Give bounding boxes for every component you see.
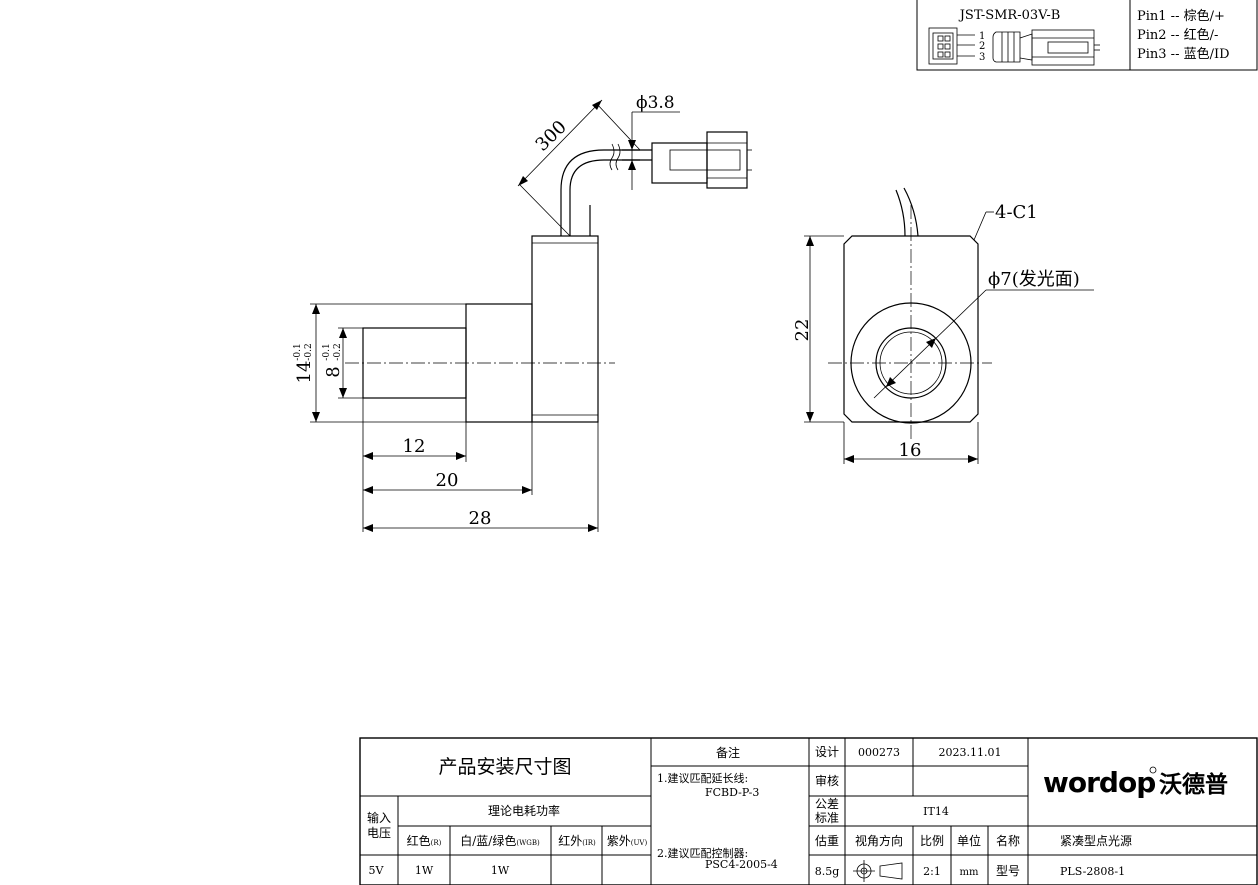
lamp-body (531, 235, 599, 423)
outer-ring (850, 302, 972, 424)
dim-height-22: 22 (792, 319, 813, 342)
cable-connector (651, 131, 752, 189)
pin3-desc: Pin3 -- 蓝色/ID (1137, 46, 1230, 62)
dim-cable-length: 300 (532, 117, 571, 156)
front-view: ϕ7(发光面) 4-C1 22 16 (792, 187, 1094, 464)
dim-emit-face: ϕ7(发光面) (988, 269, 1080, 290)
remarks-label: 备注 (716, 745, 740, 760)
pin-number-2: 2 (979, 41, 985, 52)
svg-text:红色(R): 红色(R) (407, 833, 442, 848)
dim-length-12: 12 (403, 436, 426, 457)
tolerance-label-2: 标准 (815, 811, 839, 825)
drawing-title: 产品安装尺寸图 (438, 756, 571, 778)
dim-diameter-14-tol-lower: -0.2 (304, 343, 314, 360)
model-value: PLS-2808-1 (1060, 865, 1125, 878)
weight-value: 8.5g (815, 865, 840, 878)
dim-diameter-8: 8 (323, 366, 344, 377)
connector-side-icon (992, 29, 1100, 66)
design-label: 设计 (815, 745, 839, 759)
input-voltage-label-2: 电压 (367, 826, 391, 840)
side-view: 300 ϕ3.8 14 -0.1 -0.2 8 -0.1 -0.2 12 (293, 93, 752, 532)
dim-chamfer: 4-C1 (995, 202, 1038, 223)
front-body (843, 235, 979, 423)
scale-label: 比例 (920, 834, 944, 848)
dim-length-20: 20 (436, 470, 459, 491)
tolerance-value: IT14 (923, 805, 949, 818)
col-ir: 红外 (558, 833, 582, 848)
scale-value: 2:1 (923, 865, 941, 878)
col-red-sub: (R) (431, 839, 442, 847)
tolerance-label-1: 公差 (815, 797, 839, 811)
cable (569, 159, 640, 236)
power-white-value: 1W (491, 864, 510, 877)
power-label: 理论电耗功率 (488, 803, 560, 818)
note2-value: PSC4-2005-4 (705, 858, 778, 871)
connector-model: JST-SMR-03V-B (958, 8, 1061, 23)
dim-cable-diameter: ϕ3.8 (636, 93, 675, 113)
svg-text:紫外(UV): 紫外(UV) (607, 834, 648, 848)
connector-front-icon (928, 27, 975, 65)
emitting-face (875, 327, 947, 399)
connector-info-box: JST-SMR-03V-B 1 2 3 (916, 0, 1258, 71)
name-label: 名称 (996, 833, 1020, 848)
unit-value: mm (960, 867, 979, 878)
col-uv: 紫外 (607, 834, 631, 848)
weight-label: 估重 (815, 834, 839, 848)
note1-value: FCBD-P-3 (705, 786, 759, 799)
svg-text:红外(IR): 红外(IR) (558, 833, 596, 848)
dim-diameter-8-tol-upper: -0.1 (322, 343, 332, 360)
power-red-value: 1W (415, 864, 434, 877)
col-uv-sub: (UV) (631, 839, 648, 847)
dim-diameter-14-tol-upper: -0.1 (293, 343, 303, 360)
projection-symbol-icon (853, 860, 903, 882)
pin-number-1: 1 (979, 31, 985, 42)
logo-chinese: 沃德普 (1159, 771, 1228, 798)
unit-label: 单位 (957, 833, 981, 848)
input-voltage-label-1: 输入 (367, 810, 391, 825)
col-white-sub: (WGB) (516, 839, 540, 847)
company-logo: wordop 沃德普 (1043, 766, 1228, 799)
pin-number-3: 3 (979, 52, 985, 63)
design-number: 000273 (858, 746, 900, 759)
col-white: 白/蓝/绿色 (460, 833, 516, 848)
col-ir-sub: (IR) (582, 839, 596, 847)
view-label: 视角方向 (855, 833, 903, 848)
pin2-desc: Pin2 -- 红色/- (1137, 27, 1218, 43)
dim-width-16: 16 (899, 440, 922, 461)
dim-diameter-8-tol-lower: -0.2 (333, 343, 343, 360)
model-label: 型号 (996, 864, 1020, 878)
svg-text:白/蓝/绿色(WGB): 白/蓝/绿色(WGB) (460, 833, 540, 848)
note1-title: 1.建议匹配延长线: (657, 771, 748, 785)
pin1-desc: Pin1 -- 棕色/+ (1137, 8, 1225, 24)
design-date: 2023.11.01 (939, 746, 1002, 759)
note2-title: 2.建议匹配控制器: (657, 846, 748, 860)
title-block: 产品安装尺寸图 输入 电压 理论电耗功率 红色(R) 白/蓝/绿色(WGB) 红… (359, 737, 1258, 885)
name-value: 紧凑型点光源 (1060, 834, 1132, 848)
voltage-value: 5V (369, 864, 385, 877)
logo-text: wordop (1043, 766, 1155, 799)
review-label: 审核 (815, 773, 839, 788)
dim-length-28: 28 (469, 508, 492, 529)
col-red: 红色 (407, 833, 431, 848)
dim-diameter-14: 14 (294, 361, 315, 384)
